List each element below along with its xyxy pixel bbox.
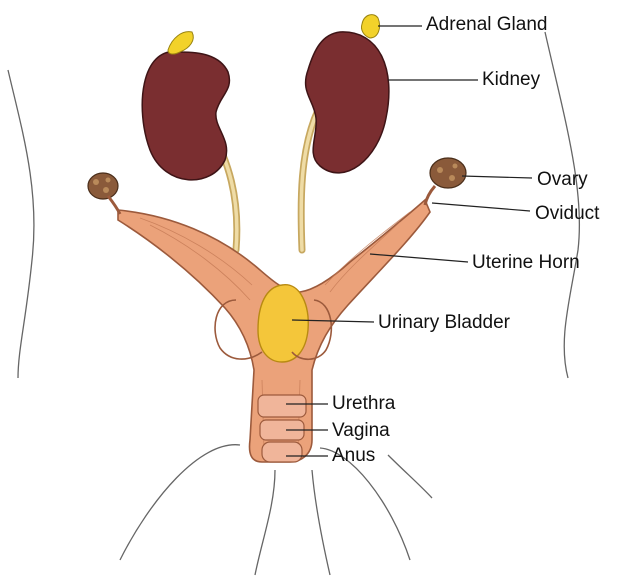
- lower-tract: [258, 395, 306, 462]
- leader-oviduct: [432, 203, 530, 211]
- left-ovary: [88, 173, 120, 214]
- label-oviduct: Oviduct: [535, 204, 599, 223]
- right-kidney: [306, 32, 389, 173]
- label-vagina: Vagina: [332, 421, 390, 440]
- label-uterine-horn: Uterine Horn: [472, 253, 580, 272]
- label-adrenal-gland: Adrenal Gland: [426, 15, 547, 34]
- label-urinary-bladder: Urinary Bladder: [378, 313, 510, 332]
- right-adrenal-gland: [361, 15, 379, 38]
- label-kidney: Kidney: [482, 70, 540, 89]
- label-ovary: Ovary: [537, 170, 588, 189]
- label-urethra: Urethra: [332, 394, 395, 413]
- label-anus: Anus: [332, 446, 375, 465]
- urinary-bladder: [258, 285, 308, 362]
- leader-ovary: [462, 176, 532, 178]
- left-adrenal-gland: [168, 32, 193, 54]
- left-kidney: [142, 51, 229, 179]
- right-ovary: [425, 158, 466, 205]
